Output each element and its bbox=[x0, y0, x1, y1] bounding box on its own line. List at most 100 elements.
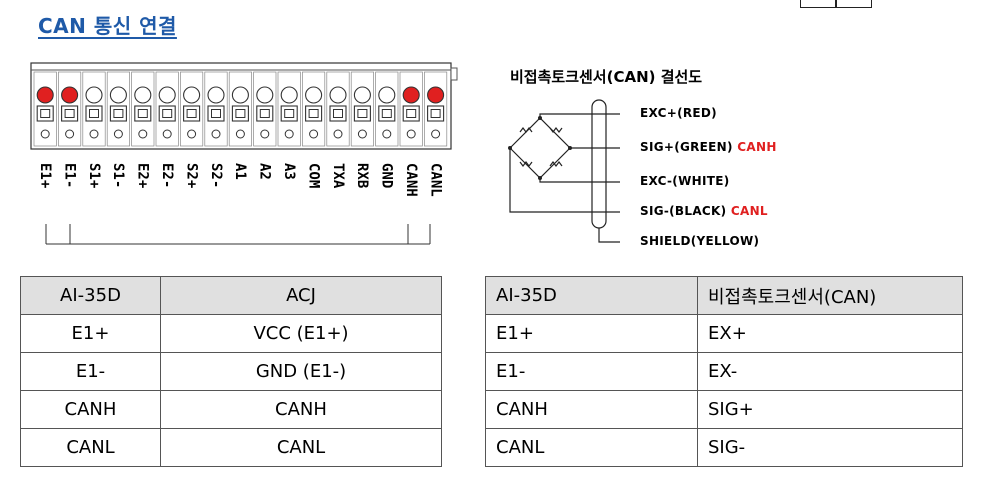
pin-label: E1- bbox=[61, 163, 78, 189]
pin-label: COM bbox=[305, 163, 322, 189]
active-indicator bbox=[402, 86, 420, 104]
table-cell: E1+ bbox=[485, 314, 698, 353]
wire-name: SIG+(GREEN) bbox=[640, 140, 733, 154]
table-row: E1-GND (E1-) bbox=[20, 352, 442, 391]
pin-label: E2+ bbox=[134, 163, 151, 189]
pin-label: RXB bbox=[354, 163, 371, 189]
screw-slot-inner bbox=[211, 109, 221, 118]
terminal-block bbox=[30, 62, 458, 150]
table-cell: VCC (E1+) bbox=[160, 314, 442, 353]
connection-bracket bbox=[45, 224, 431, 245]
wire-label: SIG-(BLACK) CANL bbox=[640, 204, 768, 218]
screw-slot-inner bbox=[40, 109, 51, 118]
wire-name: SHIELD(YELLOW) bbox=[640, 234, 760, 248]
terminal-cell bbox=[277, 71, 301, 147]
terminal-cell bbox=[228, 71, 252, 147]
screw-slot-inner bbox=[406, 109, 417, 118]
wire-label: SHIELD(YELLOW) bbox=[640, 234, 759, 248]
screw-slot-inner bbox=[186, 109, 197, 118]
screw-hole bbox=[113, 129, 123, 139]
screw-hole bbox=[431, 129, 441, 139]
section-title: CAN 통신 연결 bbox=[38, 14, 177, 38]
screw-slot-inner bbox=[308, 109, 319, 118]
table-header: AI-35D bbox=[485, 276, 698, 315]
terminal-cell bbox=[424, 71, 448, 147]
pin-label: TXA bbox=[329, 163, 346, 189]
pin-label: E1+ bbox=[37, 163, 53, 189]
table-cell: CANL bbox=[20, 428, 161, 467]
pin-label: A3 bbox=[281, 163, 297, 180]
screw-hole bbox=[284, 129, 294, 139]
wire-label: EXC+(RED) bbox=[640, 106, 717, 120]
screw-hole bbox=[309, 129, 319, 139]
table-cell: E1- bbox=[485, 352, 698, 391]
screw-slot-inner bbox=[381, 109, 392, 118]
pin-indicator bbox=[280, 86, 298, 104]
pin-indicator bbox=[183, 86, 201, 104]
terminal-block-latch bbox=[450, 67, 458, 81]
screw-hole bbox=[382, 129, 392, 139]
screw-hole bbox=[138, 129, 148, 139]
screw-slot-inner bbox=[113, 109, 124, 118]
pin-label: CANH bbox=[403, 163, 419, 197]
pin-label: A1 bbox=[232, 163, 249, 180]
table-cell: CANH bbox=[20, 390, 161, 429]
table-row: E1+VCC (E1+) bbox=[20, 314, 442, 353]
terminal-cell bbox=[155, 71, 179, 147]
table-header: 비접촉토크센서(CAN) bbox=[697, 276, 963, 315]
table-header: AI-35D bbox=[20, 276, 161, 315]
terminal-cell bbox=[375, 71, 399, 147]
pin-indicator bbox=[231, 86, 249, 104]
pin-indicator bbox=[353, 86, 371, 104]
wiring-diagram-title: 비접촉토크센서(CAN) 결선도 bbox=[510, 68, 703, 86]
wire-name: EXC-(WHITE) bbox=[640, 174, 730, 188]
screw-slot-inner bbox=[137, 109, 148, 118]
terminal-cell bbox=[33, 71, 57, 147]
pin-indicator bbox=[158, 86, 176, 104]
table-cell: CANL bbox=[485, 428, 698, 467]
table-cell: EX+ bbox=[697, 314, 963, 353]
terminal-cell bbox=[106, 71, 130, 147]
screw-slot-inner bbox=[162, 109, 173, 118]
pin-label: S1- bbox=[110, 163, 127, 189]
table-cell: E1- bbox=[20, 352, 161, 391]
table-cell: CANH bbox=[160, 390, 442, 429]
wire-can-signal: CANL bbox=[730, 204, 768, 218]
pin-label: S2+ bbox=[183, 163, 200, 189]
screw-slot-inner bbox=[235, 109, 246, 118]
table-row: E1+EX+ bbox=[485, 314, 963, 353]
acj-mapping-table: AI-35D ACJ E1+VCC (E1+) E1-GND (E1-) CAN… bbox=[20, 276, 442, 467]
screw-hole bbox=[235, 129, 245, 139]
bridge-wiring-diagram bbox=[508, 99, 620, 243]
pin-indicator bbox=[109, 86, 127, 104]
screw-slot-inner bbox=[284, 109, 295, 118]
pin-label: S2- bbox=[207, 163, 224, 189]
pin-indicator bbox=[134, 86, 152, 104]
terminal-cell bbox=[253, 71, 277, 147]
screw-hole bbox=[357, 129, 367, 139]
table-cell: CANH bbox=[485, 390, 698, 429]
terminal-cell bbox=[326, 71, 350, 147]
corner-box-fragment bbox=[800, 0, 872, 8]
terminal-cell bbox=[82, 71, 106, 147]
terminal-cell bbox=[350, 71, 374, 147]
pin-indicator bbox=[256, 86, 274, 104]
screw-slot-inner bbox=[89, 109, 99, 118]
wire-label: EXC-(WHITE) bbox=[640, 174, 729, 188]
terminal-cell bbox=[204, 71, 228, 147]
pin-label: CANL bbox=[427, 163, 444, 197]
table-cell: CANL bbox=[160, 428, 442, 467]
terminal-cell bbox=[180, 71, 204, 147]
screw-hole bbox=[89, 129, 99, 139]
screw-hole bbox=[333, 129, 343, 139]
pin-indicator bbox=[85, 86, 103, 104]
pin-label: E2- bbox=[159, 163, 175, 189]
terminal-cell bbox=[399, 71, 423, 147]
table-cell: EX- bbox=[697, 352, 963, 391]
screw-slot-inner bbox=[357, 109, 368, 118]
